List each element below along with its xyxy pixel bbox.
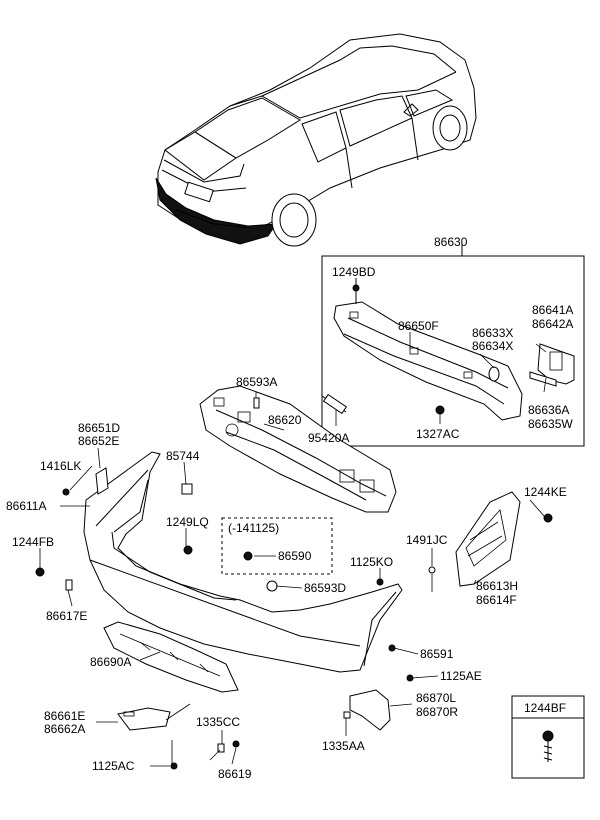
label-1125AE: 1125AE: [440, 669, 482, 683]
part-86617E: [65, 579, 73, 591]
diffuser-86690A: [103, 621, 239, 693]
label-1335AA: 1335AA: [322, 739, 365, 753]
label-86617E: 86617E: [46, 609, 87, 623]
variant-box: [221, 517, 333, 575]
label-86611A: 86611A: [6, 499, 46, 513]
label-86634X: 86634X: [472, 339, 513, 353]
label-1249LQ: 1249LQ: [166, 515, 209, 529]
bracket-86651D: [95, 467, 109, 495]
bolt-1249BD: [352, 278, 360, 304]
label-86614F: 86614F: [476, 593, 517, 607]
leader-lines: [39, 278, 547, 767]
label-86650F: 86650F: [398, 319, 439, 333]
label-141125: (-141125): [228, 521, 279, 535]
label-1335CC: 1335CC: [196, 715, 240, 729]
part-85744: [181, 483, 193, 495]
label-86636A: 86636A: [528, 403, 569, 417]
label-86641A: 86641A: [532, 303, 573, 317]
label-1416LK: 1416LK: [40, 459, 81, 473]
car-illustration: [155, 33, 477, 247]
label-86870R: 86870R: [416, 705, 458, 719]
label-86620: 86620: [268, 413, 302, 427]
rail-assembly-box: [321, 244, 585, 447]
label-86662A: 86662A: [44, 722, 85, 736]
label-86690A: 86690A: [90, 655, 131, 669]
part-labels: 86630 1249BD 86650F 86633X 86634X 86641A…: [6, 235, 573, 781]
label-86591: 86591: [420, 647, 454, 661]
mudguard-86870L: [349, 689, 391, 731]
label-86633X: 86633X: [472, 326, 513, 340]
support-86613H: [455, 491, 521, 587]
stud-95420A: [321, 393, 348, 415]
clip-86633X: [488, 366, 500, 382]
label-1244KE: 1244KE: [524, 485, 567, 499]
label-85744: 85744: [166, 449, 200, 463]
bumper-cover-86611A: [83, 451, 403, 673]
label-86635W: 86635W: [528, 417, 573, 431]
label-86642A: 86642A: [532, 317, 573, 331]
label-1125AC: 1125AC: [92, 759, 135, 773]
label-86652E: 86652E: [78, 434, 119, 448]
label-1327AC: 1327AC: [416, 427, 460, 441]
reflector-86661E: [117, 707, 171, 731]
label-86651D: 86651D: [78, 421, 120, 435]
nut-1327AC: [435, 405, 445, 415]
label-86619: 86619: [218, 767, 252, 781]
label-86661E: 86661E: [44, 709, 85, 723]
label-86613H: 86613H: [476, 579, 518, 593]
label-1125KO: 1125KO: [350, 555, 393, 569]
label-1491JC: 1491JC: [406, 533, 448, 547]
inset-1244BF-box: [511, 695, 585, 779]
label-1249BD: 1249BD: [332, 265, 376, 279]
label-86590: 86590: [278, 549, 312, 563]
label-86593A: 86593A: [236, 375, 277, 389]
energy-absorber-86620: [199, 385, 397, 513]
clip-86593A: [253, 397, 260, 409]
label-86870L: 86870L: [416, 691, 456, 705]
fasteners: [35, 488, 553, 770]
label-1244BF: 1244BF: [524, 701, 566, 715]
label-86593D: 86593D: [304, 581, 346, 595]
label-1244FB: 1244FB: [12, 535, 54, 549]
label-95420A: 95420A: [308, 431, 349, 445]
bracket-86641A: [529, 343, 575, 387]
label-86630: 86630: [434, 235, 468, 249]
